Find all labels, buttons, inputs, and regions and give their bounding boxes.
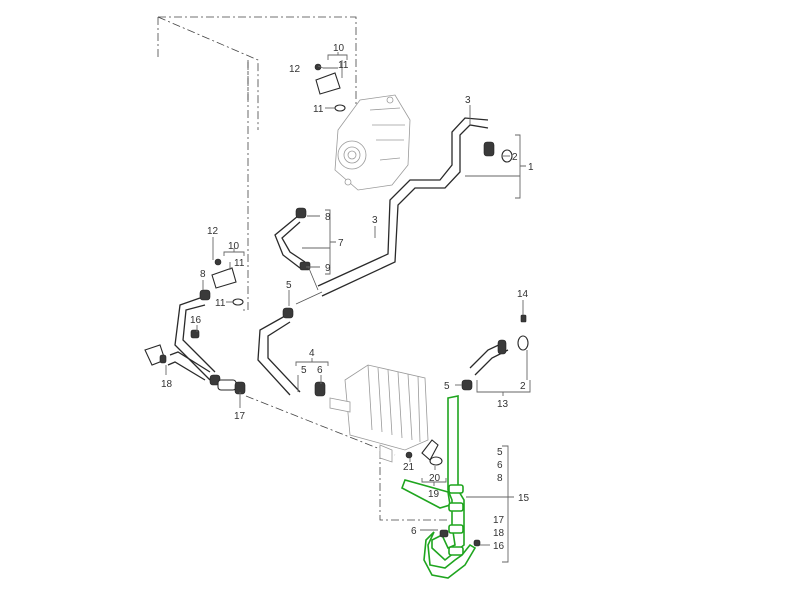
callout-2: 2 [512, 152, 518, 163]
callout-3: 3 [372, 215, 378, 226]
callout-7: 7 [338, 238, 344, 249]
hose-1 [317, 117, 513, 297]
callout-18: 18 [161, 379, 173, 390]
callout-17: 17 [234, 411, 246, 422]
group-15-item: 6 [497, 460, 503, 471]
hose-15-loop [423, 531, 477, 579]
callout-6: 6 [411, 526, 417, 537]
group-15-item: 16 [493, 541, 505, 552]
callout-11: 11 [338, 60, 349, 71]
hoses-left [144, 258, 246, 395]
hose-15-branch [401, 479, 451, 509]
callout-13: 13 [497, 399, 509, 410]
leader-lines [165, 52, 531, 563]
callout-8: 8 [325, 212, 331, 223]
callout-5: 5 [444, 381, 450, 392]
callout-14: 14 [517, 289, 529, 300]
callout-11: 11 [313, 104, 324, 115]
pipe-13 [461, 314, 529, 391]
callout-labels: 10 11 12 11 3 2 1 8 7 9 3 12 10 11 8 11 … [161, 43, 534, 552]
callout-11: 11 [215, 298, 226, 309]
callout-20: 20 [429, 473, 441, 484]
callout-12: 12 [207, 226, 219, 237]
hose-5-middle [257, 291, 326, 397]
group-15-item: 8 [497, 473, 503, 484]
callout-10: 10 [333, 43, 345, 54]
callout-3: 3 [465, 95, 471, 106]
hose-15-highlighted [401, 395, 481, 579]
alternator [334, 94, 411, 191]
callout-8: 8 [200, 269, 206, 280]
hose-15-main [431, 395, 465, 562]
sensor-upper [314, 63, 346, 112]
bracket-19 [405, 439, 443, 466]
callout-2: 2 [520, 381, 526, 392]
group-15-item: 18 [493, 528, 505, 539]
callout-19: 19 [428, 489, 440, 500]
callout-15: 15 [518, 493, 530, 504]
group-15-item: 5 [497, 447, 503, 458]
hose-7 [274, 207, 319, 291]
callout-1: 1 [528, 162, 534, 173]
callout-11: 11 [234, 258, 245, 269]
callout-16: 16 [190, 315, 202, 326]
callout-5: 5 [286, 280, 292, 291]
reference-lines [157, 16, 450, 521]
callout-5: 5 [301, 365, 307, 376]
oil-cooler [329, 364, 429, 463]
callout-9: 9 [325, 263, 331, 274]
group-15-item: 17 [493, 515, 505, 526]
callout-4: 4 [309, 348, 315, 359]
callout-12: 12 [289, 64, 301, 75]
callout-6: 6 [317, 365, 323, 376]
callout-10: 10 [228, 241, 240, 252]
callout-21: 21 [403, 462, 415, 473]
